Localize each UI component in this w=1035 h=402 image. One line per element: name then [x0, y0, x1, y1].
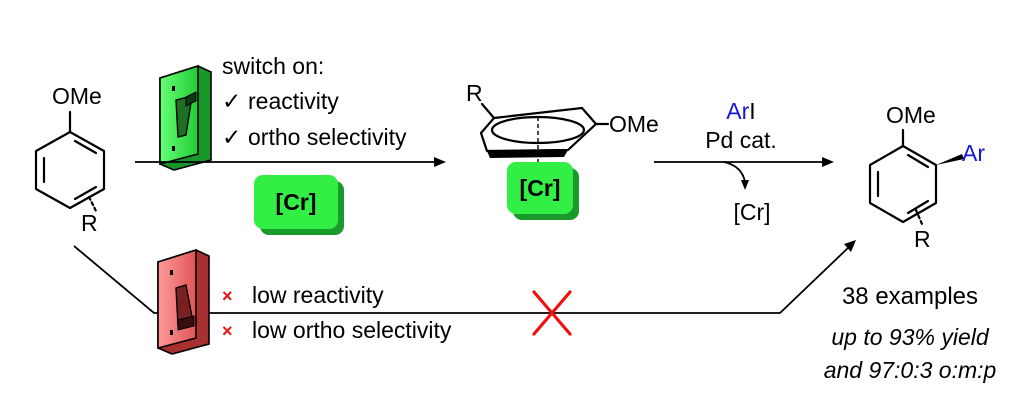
catalyst-label: Pd cat.: [705, 127, 777, 153]
start-r-bond: [87, 195, 98, 213]
product-aryl-wedge: [936, 154, 964, 165]
aryl-label: Ar: [726, 98, 749, 124]
starting-material: OMe R: [34, 83, 106, 236]
complex-r-label: R: [466, 80, 483, 106]
arrow-head-icon: [822, 157, 834, 167]
product-ome-label: OMe: [886, 102, 936, 128]
complex-ring: [479, 106, 598, 153]
iodide-label: I: [749, 98, 755, 124]
arene-chromium-complex: R OMe [Cr]: [466, 80, 659, 220]
arrow-head-icon: [741, 180, 749, 190]
release-curved-arrow: [723, 161, 746, 183]
complex-r-bond: [480, 102, 496, 120]
arrow-head-icon: [434, 157, 446, 167]
complex-ome-label: OMe: [609, 111, 659, 137]
switch-off-icon: [157, 248, 210, 355]
switch-on-item-reactivity: reactivity: [248, 88, 339, 114]
product: OMe Ar R: [868, 102, 985, 252]
product-r-label: R: [914, 226, 931, 252]
start-ring: [34, 130, 106, 210]
start-ring-double-bond: [73, 139, 98, 155]
selectivity-summary: and 97:0:3 o:m:p: [824, 357, 997, 383]
cr-reagent-badge: [Cr]: [254, 175, 344, 235]
switch-off-cross-icon: ×: [222, 321, 233, 341]
switch-on-check-icon: ✓: [222, 88, 241, 114]
product-ring-double-bond: [906, 153, 930, 169]
switch-on-icon: [159, 64, 212, 171]
examples-count: 38 examples: [842, 283, 978, 310]
uncatalyzed-pathway-line: [73, 245, 850, 314]
product-ring-double-bond: [906, 199, 930, 215]
coupling-reagent: ArI: [726, 98, 755, 124]
start-r-label: R: [81, 210, 98, 236]
blocked-cross-icon: [532, 290, 572, 336]
switch-off-cross-icon: ×: [222, 286, 233, 306]
start-ome-label: OMe: [52, 83, 102, 109]
arrow-head-icon: [844, 240, 856, 252]
product-aryl-label: Ar: [962, 140, 985, 166]
switch-off-item-reactivity: low reactivity: [252, 282, 384, 308]
switch-on-heading: switch on:: [222, 53, 324, 79]
complex-ring-wedge: [487, 150, 568, 158]
cr-reagent-label: [Cr]: [276, 189, 317, 215]
start-ring-double-bond: [73, 185, 98, 201]
switch-on-check-icon: ✓: [222, 124, 241, 150]
complex-cr-label: [Cr]: [520, 175, 561, 201]
product-r-bond: [914, 208, 924, 226]
yield-summary: up to 93% yield: [831, 324, 989, 350]
product-ring: [868, 144, 938, 224]
byproduct-cr-label: [Cr]: [733, 199, 770, 225]
switch-off-item-ortho: low ortho selectivity: [252, 317, 452, 343]
switch-on-item-ortho: ortho selectivity: [248, 124, 407, 150]
